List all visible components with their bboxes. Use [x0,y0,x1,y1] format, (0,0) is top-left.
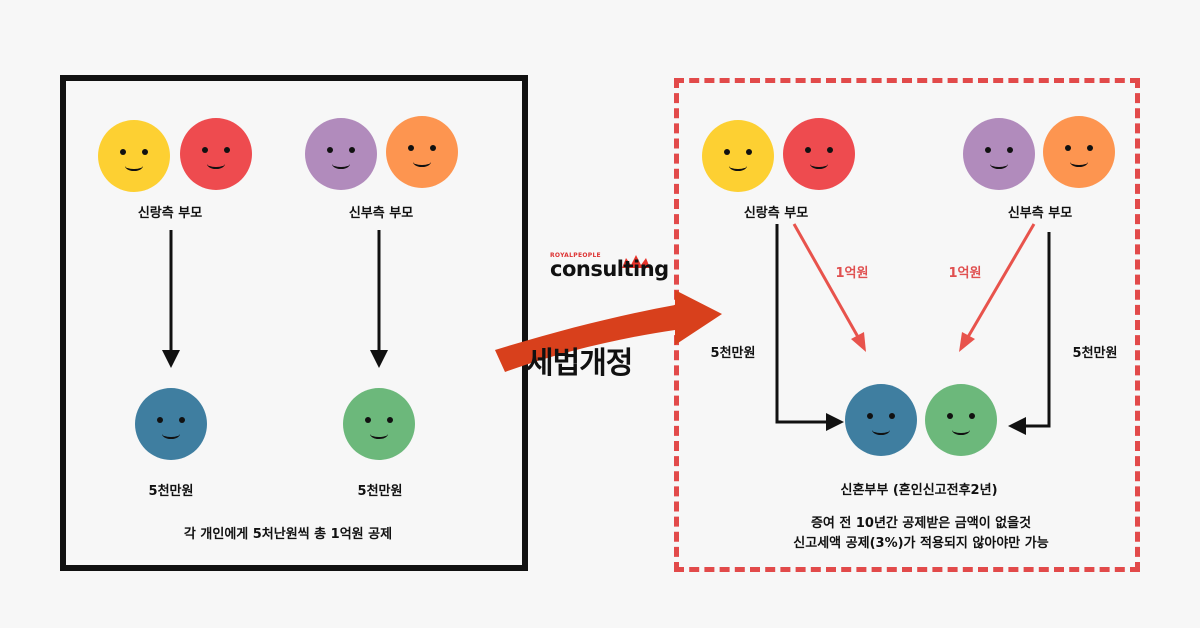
brand-logo: ROYALPEOPLE consulting [550,252,669,281]
bride-mother-face-icon [1043,116,1115,188]
bride-parents-label: 신부측 부모 [348,206,414,221]
groom-face-icon [845,384,917,456]
brand-name: consulting [550,257,669,281]
down-arrow-icon [370,230,388,368]
left-caption: 각 개인에게 5처난원씩 총 1억원 공제 [183,527,393,542]
groom-father-face-icon [702,120,774,192]
condition-2: 신고세액 공제(3%)가 적용되지 않아야만 가능 [793,536,1049,551]
bride-face-icon [925,384,997,456]
brand-small-text: ROYALPEOPLE [550,252,601,259]
crown-icon [622,255,650,268]
groom-gift-label: 1억원 [835,266,869,281]
bride-face-icon [343,388,415,460]
groom-amount-label: 5천만원 [148,484,194,499]
reform-label: 세법개정 [526,346,633,381]
condition-1: 증여 전 10년간 공제받은 금액이 없을것 [810,516,1032,531]
bride-amount-label: 5천만원 [1072,346,1118,361]
red-diagonal-arrow-icon [792,223,866,352]
groom-mother-face-icon [783,118,855,190]
groom-face-icon [135,388,207,460]
couple-label: 신혼부부 (혼인신고전후2년) [840,483,998,498]
bride-gift-label: 1억원 [948,266,982,281]
groom-mother-face-icon [180,118,252,190]
red-diagonal-arrow-icon [959,223,1036,352]
groom-parents-label: 신랑측 부모 [137,206,203,221]
left-arrow-icon [1008,232,1051,435]
bride-amount-label: 5천만원 [357,484,403,499]
bride-parents-label: 신부측 부모 [1007,206,1073,221]
bride-father-face-icon [963,118,1035,190]
bride-mother-face-icon [386,116,458,188]
groom-father-face-icon [98,120,170,192]
right-arrow-icon [775,224,844,431]
groom-amount-label: 5천만원 [710,346,756,361]
curved-arrow-icon [495,290,722,372]
down-arrow-icon [162,230,180,368]
groom-parents-label: 신랑측 부모 [743,206,809,221]
bride-father-face-icon [305,118,377,190]
